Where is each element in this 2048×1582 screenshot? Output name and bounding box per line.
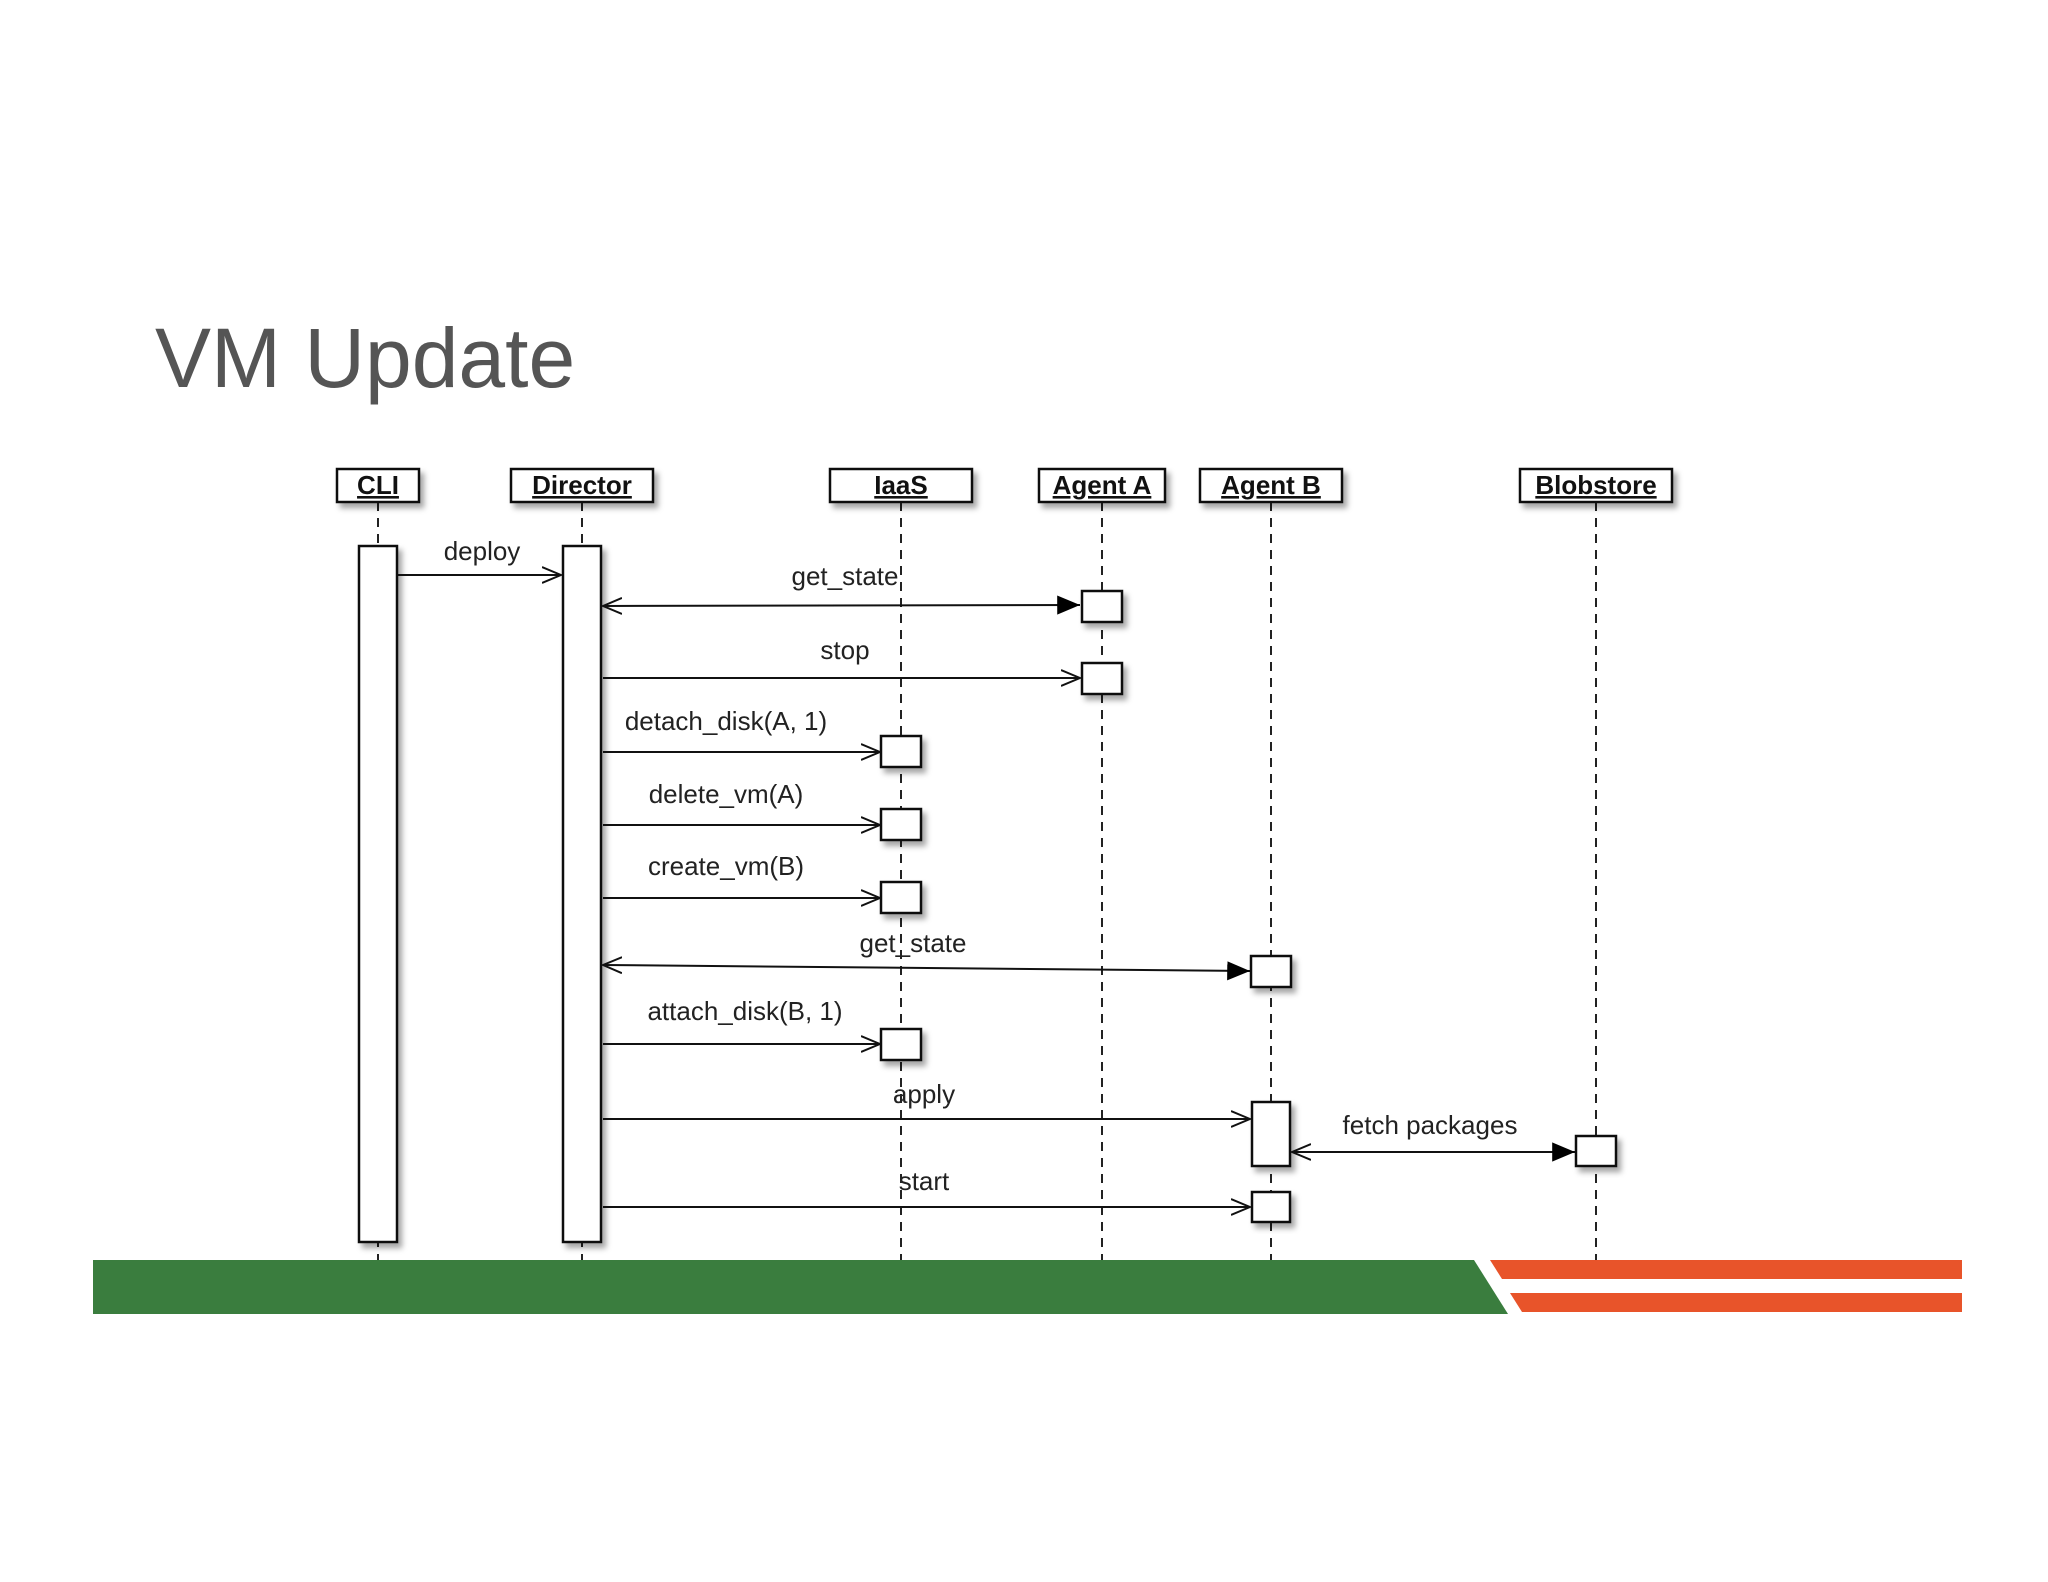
- participant-director: Director: [509, 467, 655, 504]
- participant-label: Blobstore: [1535, 470, 1656, 500]
- participant-box: [1037, 467, 1167, 504]
- participant-cli: CLI: [335, 467, 421, 504]
- participant-label: Agent A: [1053, 470, 1152, 500]
- message-arrow: [603, 965, 1251, 971]
- footer-green-bar: [93, 1260, 1508, 1314]
- participant-agent-b: Agent B: [1198, 467, 1344, 504]
- participant-agent-a: Agent A: [1037, 467, 1167, 504]
- participant-label: IaaS: [874, 470, 928, 500]
- message-label: deploy: [444, 536, 521, 566]
- participant-blobstore: Blobstore: [1518, 467, 1674, 504]
- message-detach-disk-a-1: detach_disk(A, 1): [603, 706, 880, 752]
- message-label: detach_disk(A, 1): [625, 706, 827, 736]
- message-stop: stop: [603, 635, 1080, 678]
- participant-iaas: IaaS: [828, 467, 974, 504]
- message-arrow: [603, 605, 1081, 606]
- message-start: start: [603, 1166, 1250, 1207]
- activation-director: [561, 544, 603, 1244]
- footer-orange-stripe-bottom: [1510, 1293, 1962, 1312]
- message-label: create_vm(B): [648, 851, 804, 881]
- activation-agent-a: [1080, 661, 1124, 696]
- message-get-state: get_state: [603, 561, 1081, 606]
- participant-label: CLI: [357, 470, 399, 500]
- message-deploy: deploy: [398, 536, 561, 575]
- message-fetch-packages: fetch packages: [1292, 1110, 1575, 1152]
- message-label: get_state: [860, 928, 967, 958]
- activation-iaas: [879, 734, 923, 769]
- activation-agent-b: [1249, 954, 1293, 989]
- message-label: get_state: [792, 561, 899, 591]
- message-create-vm-b: create_vm(B): [603, 851, 880, 898]
- lifelines: [377, 502, 1597, 1262]
- message-get-state: get_state: [603, 928, 1251, 971]
- participant-box: [509, 467, 655, 504]
- message-attach-disk-b-1: attach_disk(B, 1): [603, 996, 880, 1044]
- message-label: fetch packages: [1343, 1110, 1518, 1140]
- activation-blobstore: [1574, 1134, 1618, 1168]
- participant-boxes: CLI Director IaaS Agent A Agent B Blobstore: [335, 467, 1674, 504]
- message-label: apply: [893, 1079, 955, 1109]
- activation-iaas: [879, 880, 923, 915]
- footer-orange-stripe-top: [1490, 1260, 1962, 1279]
- message-label: start: [899, 1166, 950, 1196]
- slide-title: VM Update: [155, 311, 576, 405]
- participant-box: [1518, 467, 1674, 504]
- activation-iaas: [879, 807, 923, 842]
- participant-box: [1198, 467, 1344, 504]
- activation-cli: [357, 544, 399, 1244]
- activation-agent-b: [1250, 1190, 1292, 1224]
- message-label: delete_vm(A): [649, 779, 804, 809]
- participant-box: [335, 467, 421, 504]
- message-apply: apply: [603, 1079, 1250, 1119]
- activation-agent-a: [1080, 589, 1124, 624]
- message-label: attach_disk(B, 1): [647, 996, 842, 1026]
- message-label: stop: [820, 635, 869, 665]
- footer-band: [93, 1260, 1962, 1314]
- participant-box: [828, 467, 974, 504]
- activation-iaas: [879, 1027, 923, 1062]
- participant-label: Agent B: [1221, 470, 1321, 500]
- message-delete-vm-a: delete_vm(A): [603, 779, 880, 825]
- activation-agent-b: [1250, 1100, 1292, 1168]
- participant-label: Director: [532, 470, 632, 500]
- activation-bars: [357, 544, 1618, 1244]
